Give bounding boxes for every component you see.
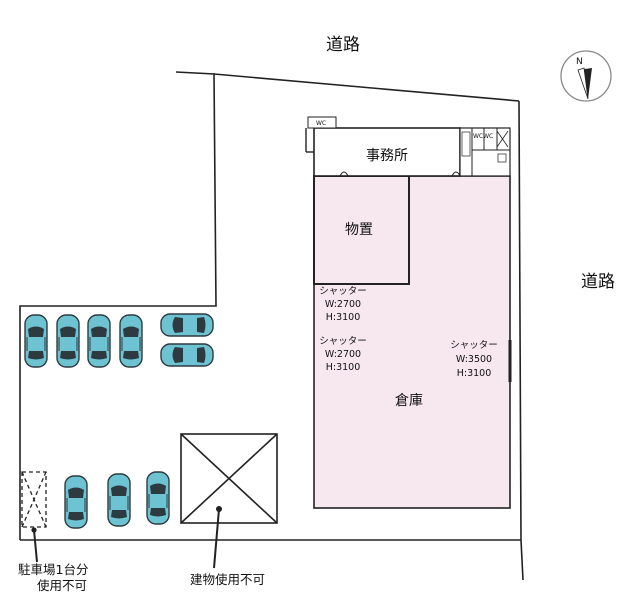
car-6 xyxy=(160,343,214,367)
building-caption: 建物使用不可 xyxy=(190,572,265,587)
shutter-3-label: シャッター xyxy=(450,340,498,351)
shutter-note-2: シャッター W:2700 H:3100 xyxy=(319,336,367,373)
shutter-1-height: H:3100 xyxy=(326,312,361,323)
storage-label: 物置 xyxy=(345,222,373,238)
shutter-2-label: シャッター xyxy=(319,336,367,347)
parking-caption-line1: 駐車場1台分 xyxy=(18,562,88,577)
shutter-1-width: W:2700 xyxy=(325,299,361,310)
north-arrow-icon: N xyxy=(560,50,612,102)
unusable-parking-space xyxy=(21,471,47,528)
unusable-building-box xyxy=(180,433,278,524)
car-5 xyxy=(160,313,214,337)
car-2 xyxy=(56,314,80,368)
shutter-3-height: H:3100 xyxy=(457,368,492,379)
unusable-building-pointer xyxy=(213,506,222,569)
shutter-2-width: W:2700 xyxy=(325,349,361,360)
car-4 xyxy=(119,314,143,368)
road-east-label: 道路 xyxy=(581,272,615,292)
car-3 xyxy=(87,314,111,368)
wc-small xyxy=(307,116,337,129)
shutter-2-height: H:3100 xyxy=(326,362,361,373)
car-8 xyxy=(107,473,131,527)
car-9 xyxy=(146,471,170,525)
storage-room xyxy=(313,175,410,285)
office-label: 事務所 xyxy=(366,148,408,164)
office-room xyxy=(305,127,461,177)
warehouse-label: 倉庫 xyxy=(395,392,423,409)
car-1 xyxy=(24,314,48,368)
shutter-1-label: シャッター xyxy=(319,286,367,297)
shutter-3-width: W:3500 xyxy=(456,354,492,365)
shutter-note-1: シャッター W:2700 H:3100 xyxy=(319,286,367,323)
wc-small-label: WC xyxy=(316,120,326,127)
unusable-parking-pointer xyxy=(31,527,38,563)
road-north-label: 道路 xyxy=(326,35,360,55)
car-7 xyxy=(64,475,88,529)
property-boundary xyxy=(19,71,524,581)
shutter-note-3: シャッター W:3500 H:3100 xyxy=(450,340,498,379)
wc-pair-label: WCWC xyxy=(473,133,493,140)
wc-block xyxy=(459,127,511,177)
parking-caption-line2: 使用不可 xyxy=(37,578,87,593)
compass-letter: N xyxy=(576,57,583,67)
